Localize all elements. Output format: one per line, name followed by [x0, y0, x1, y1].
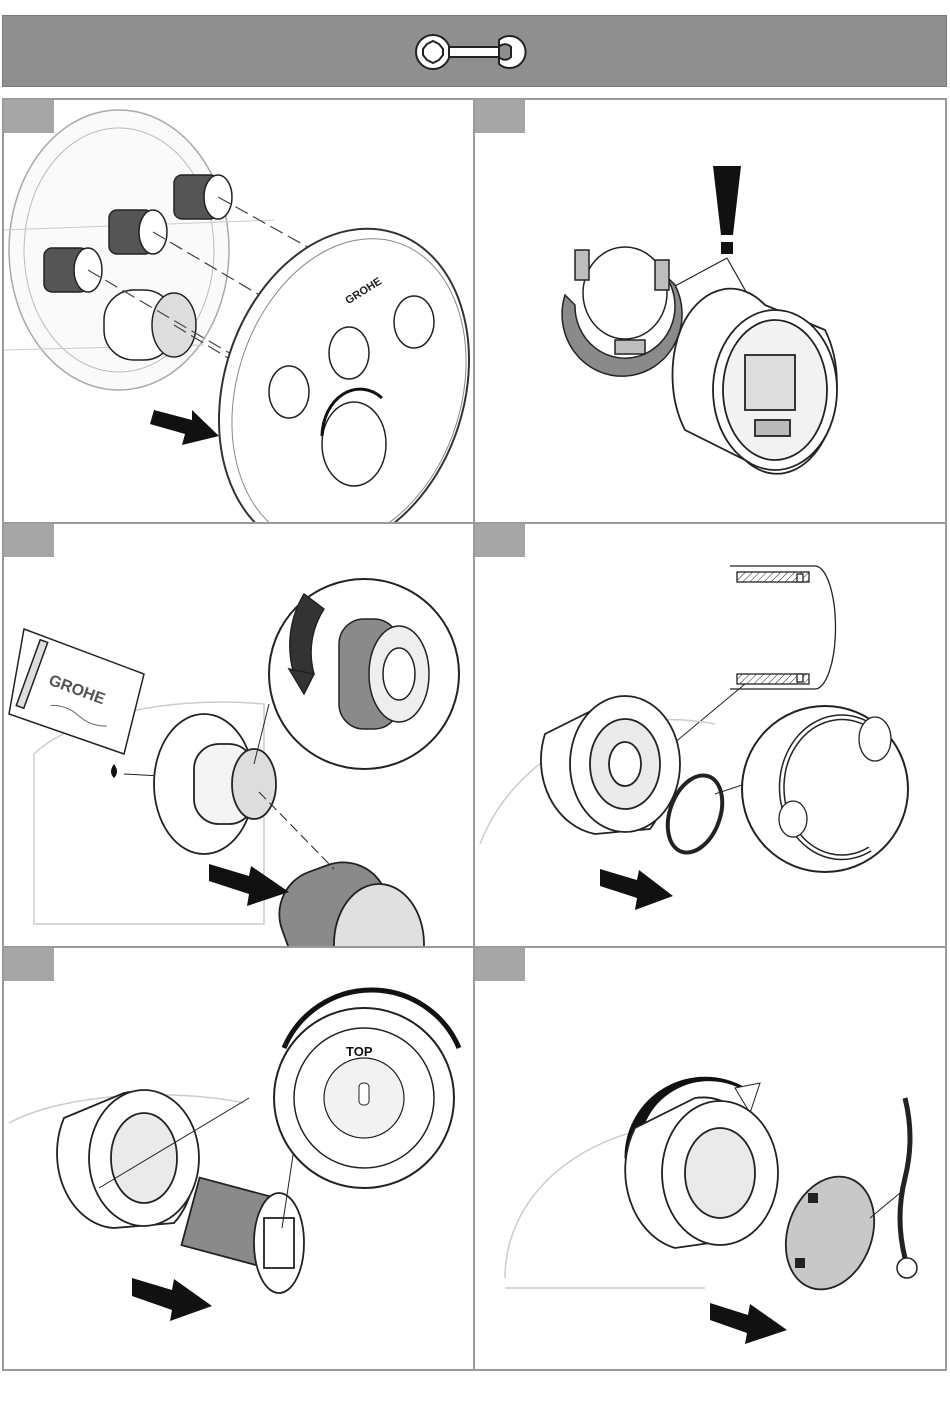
insert-arrow-icon: [150, 410, 219, 445]
cover-cap-illustration: [475, 948, 945, 1367]
step-panel-6: [475, 948, 945, 1369]
adapter-ring-illustration: TOP: [4, 948, 473, 1367]
faceplate-exploded-illustration: GROHE: [4, 100, 473, 522]
top-label: TOP: [346, 1044, 373, 1059]
step-panel-1: GROHE: [4, 100, 475, 524]
step-panel-5: TOP: [4, 948, 475, 1369]
instruction-grid: GROHE: [2, 98, 947, 1371]
insert-arrow-icon: [710, 1303, 787, 1344]
header-bar: [2, 15, 947, 87]
step-panel-3: GROHE: [4, 524, 475, 948]
snap-ring-illustration: [475, 524, 945, 946]
insert-arrow-icon: [209, 864, 289, 906]
warning-exclamation-icon: [475, 100, 945, 522]
insert-arrow-icon: [600, 869, 673, 910]
step-panel-2: [475, 100, 945, 524]
grease-sachet-illustration: GROHE: [4, 524, 473, 946]
step-panel-4: [475, 524, 945, 948]
insert-arrow-icon: [132, 1278, 212, 1321]
wrench-icon: [3, 16, 948, 88]
